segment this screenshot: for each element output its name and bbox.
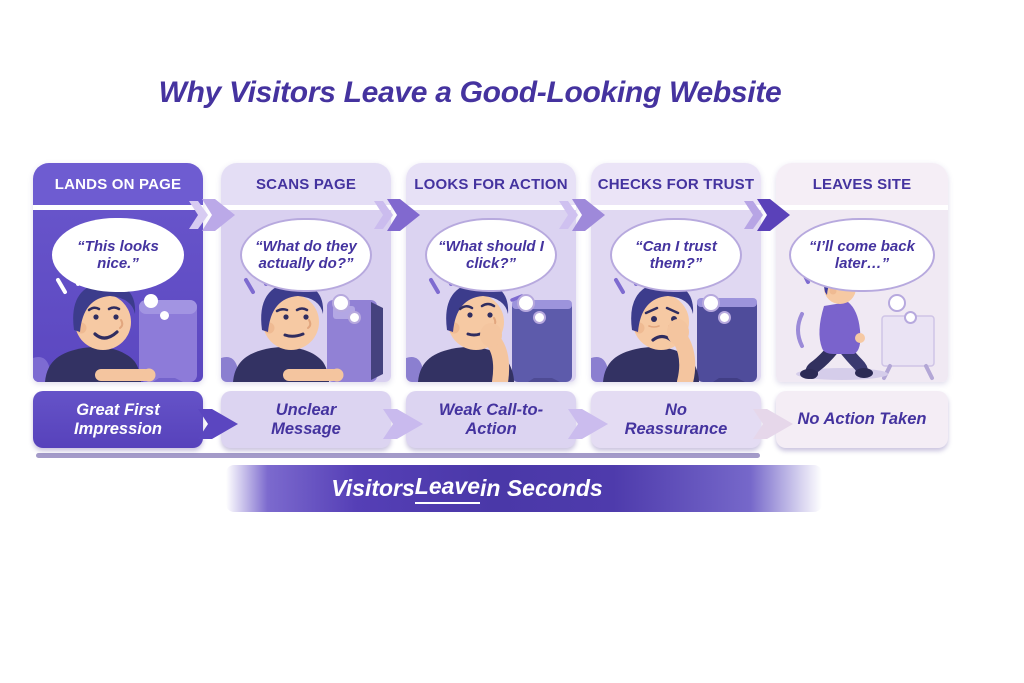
banner-top-shadow xyxy=(36,453,760,458)
stage-illustration-area: “What should I click?” xyxy=(406,210,576,382)
flow-arrow-icon xyxy=(189,199,235,231)
header-divider xyxy=(221,205,391,210)
stage-header: CHECKS FOR TRUST xyxy=(591,163,761,205)
stage-outcome-label: No Action Taken xyxy=(776,391,948,448)
stage-card-leaves-site: LEAVES SITE “I’ll come back later…” xyxy=(776,163,948,382)
stage-illustration-area: “This looks nice.” xyxy=(33,210,203,382)
flow-arrow-icon xyxy=(383,409,423,439)
thought-bubble: “This looks nice.” xyxy=(52,218,184,292)
stage-illustration-area: “What do they actually do?” xyxy=(221,210,391,382)
stage-card-checks-for-trust: CHECKS FOR TRUST “Can I trust them?” xyxy=(591,163,761,382)
thought-trail-dot xyxy=(144,294,158,308)
header-divider xyxy=(591,205,761,210)
flow-arrow-icon xyxy=(198,409,238,439)
stage-header: SCANS PAGE xyxy=(221,163,391,205)
thought-trail-dot xyxy=(702,294,720,312)
person-thinking-at-computer-illustration xyxy=(406,269,572,382)
person-at-computer-neutral-illustration xyxy=(221,269,383,382)
stage-card-scans-page: SCANS PAGE “What do they actually do?” xyxy=(221,163,391,382)
person-at-computer-happy-illustration xyxy=(33,269,197,382)
header-divider xyxy=(33,205,203,210)
flow-arrow-icon xyxy=(744,199,790,231)
stage-illustration-area: “Can I trust them?” xyxy=(591,210,761,382)
stage-card-lands-on-page: LANDS ON PAGE “This looks nice.” xyxy=(33,163,203,382)
thought-trail-dot xyxy=(332,294,350,312)
stage-header: LANDS ON PAGE xyxy=(33,163,203,205)
banner-text-suffix: in Seconds xyxy=(480,475,603,501)
thought-bubble: “Can I trust them?” xyxy=(610,218,742,292)
thought-trail-dot xyxy=(160,311,169,320)
stage-outcome-label: Great First Impression xyxy=(33,391,203,448)
thought-trail-dot xyxy=(718,311,731,324)
flow-arrow-icon xyxy=(374,199,420,231)
thought-trail-dot xyxy=(904,311,917,324)
person-worried-at-computer-illustration xyxy=(591,269,757,382)
banner-text: Visitors Leave in Seconds xyxy=(230,465,704,512)
thought-bubble: “What should I click?” xyxy=(425,218,557,292)
thought-bubble: “What do they actually do?” xyxy=(240,218,372,292)
stage-outcome-label: Unclear Message xyxy=(221,391,391,448)
stage-outcome-label: No Reassurance xyxy=(591,391,761,448)
stage-illustration-area: “I’ll come back later…” xyxy=(776,210,948,382)
stage-outcome-label: Weak Call-to-Action xyxy=(406,391,576,448)
stage-header: LOOKS FOR ACTION xyxy=(406,163,576,205)
stage-card-looks-for-action: LOOKS FOR ACTION “What should I click?” xyxy=(406,163,576,382)
stage-header: LEAVES SITE xyxy=(776,163,948,205)
flow-arrow-icon xyxy=(753,409,793,439)
flow-arrow-icon xyxy=(559,199,605,231)
header-divider xyxy=(406,205,576,210)
thought-bubble: “I’ll come back later…” xyxy=(789,218,935,292)
banner-text-prefix: Visitors xyxy=(331,475,415,501)
banner-text-underlined: Leave xyxy=(414,473,481,504)
thought-trail-dot xyxy=(348,311,361,324)
thought-trail-dot xyxy=(888,294,906,312)
thought-trail-dot xyxy=(533,311,546,324)
flow-arrow-icon xyxy=(568,409,608,439)
conclusion-banner: Visitors Leave in Seconds xyxy=(226,465,822,512)
header-divider xyxy=(776,205,948,210)
page-title: Why Visitors Leave a Good-Looking Websit… xyxy=(158,76,782,109)
thought-trail-dot xyxy=(517,294,535,312)
